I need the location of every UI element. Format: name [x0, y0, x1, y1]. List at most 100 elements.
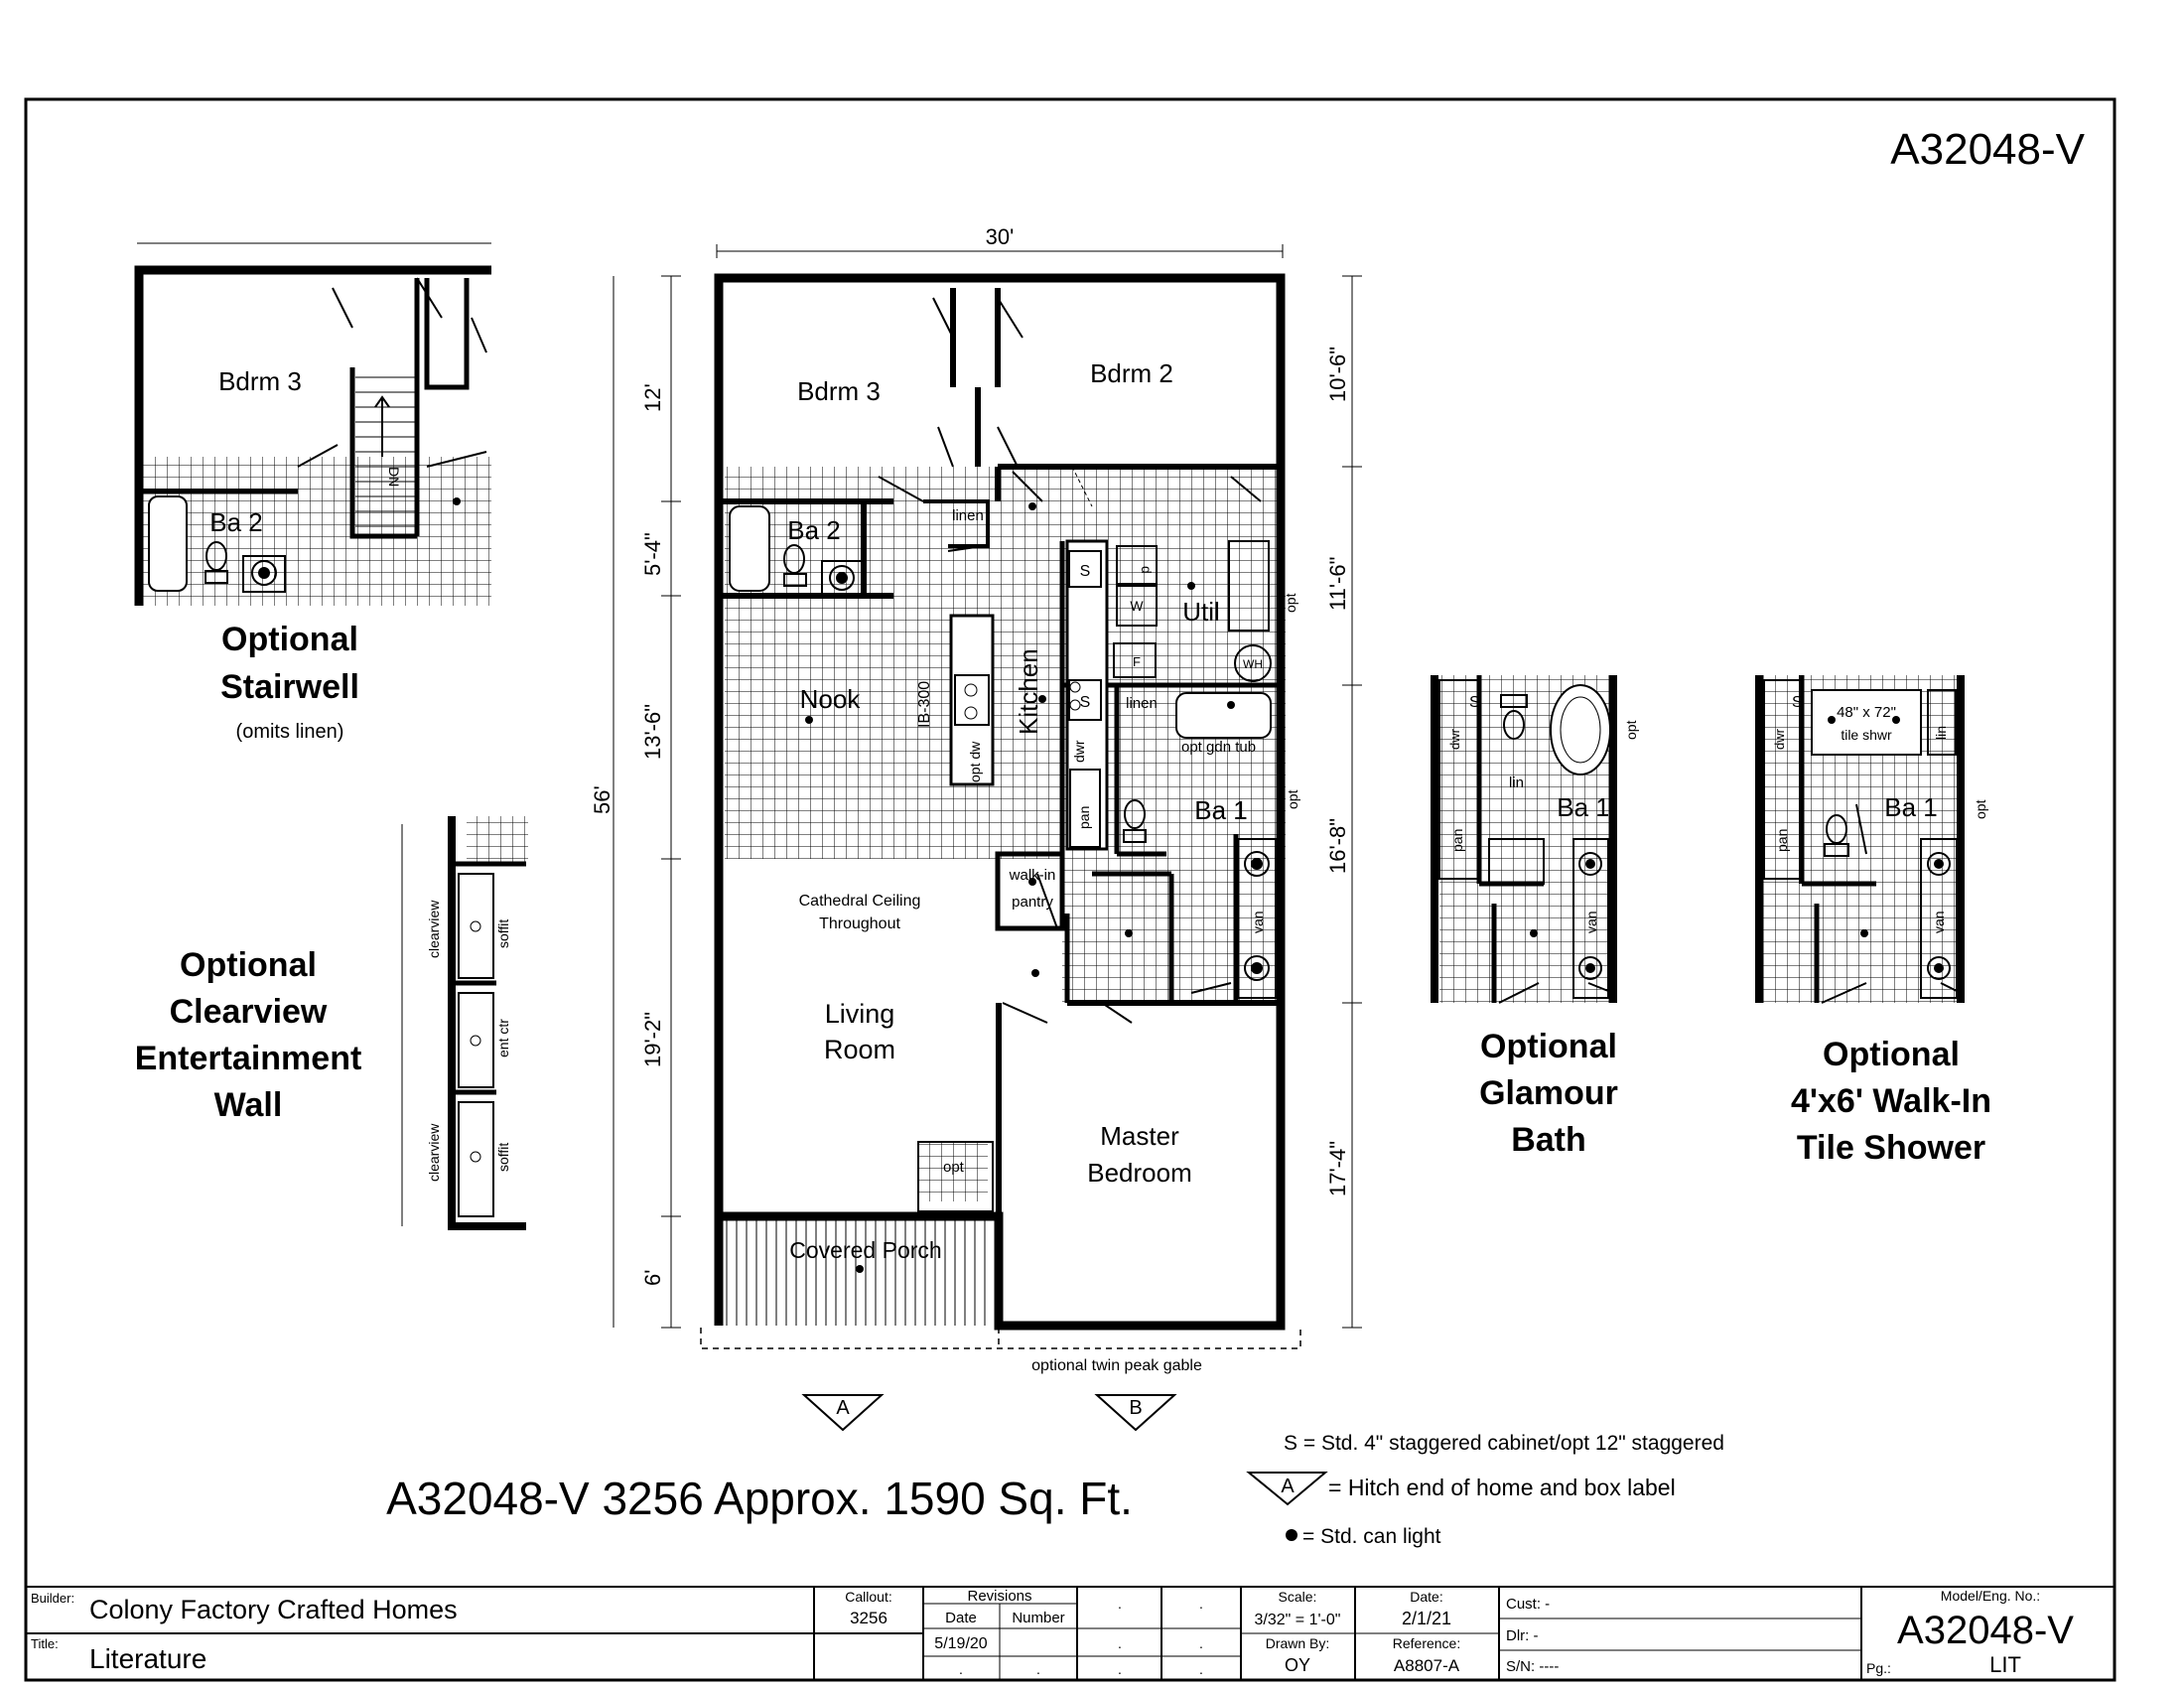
- shower-vanity: [1920, 838, 1958, 999]
- legend-can-light-icon: [1286, 1529, 1297, 1541]
- tb-builder: Colony Factory Crafted Homes: [89, 1595, 458, 1624]
- water-heater-label: WH: [1243, 657, 1263, 671]
- shower-light-1: [1828, 716, 1836, 724]
- glamour-sink-icon-2: [1578, 956, 1602, 980]
- clearview-title-4: Wall: [214, 1086, 283, 1124]
- clearview-cabinet-1: [458, 873, 494, 979]
- hitch-label-a: A: [836, 1397, 850, 1419]
- room-linen-2: linen: [1126, 695, 1158, 712]
- stairwell-tile-floor: [139, 457, 491, 606]
- sink-drain-icon: [964, 683, 978, 697]
- entry-opt-label: opt: [943, 1159, 965, 1176]
- clearview-knob-1: [470, 920, 481, 932]
- dim-left-4: 19'-2": [640, 1012, 665, 1067]
- shower-van-label: van: [1931, 911, 1947, 933]
- glamour-oval-tub: [1550, 684, 1611, 775]
- tb-dot-1: .: [1118, 1596, 1122, 1612]
- glamour-title-2: Glamour: [1479, 1074, 1618, 1112]
- shower-size-label: 48" x 72": [1837, 704, 1896, 721]
- glamour-title-3: Bath: [1511, 1121, 1586, 1159]
- dim-width: 30': [986, 224, 1015, 249]
- tb-date-col: Date: [945, 1610, 977, 1626]
- ba1-opt-label: opt: [1285, 789, 1300, 809]
- stairwell-note: (omits linen): [236, 721, 344, 743]
- ba1-garden-tub: [1175, 692, 1272, 739]
- ba1-sink-icon-2: [1244, 955, 1270, 981]
- staggered-cab-label-1: S: [1080, 563, 1091, 580]
- wall-master-closet: [1064, 871, 1174, 1003]
- tb-dot-5: .: [959, 1661, 963, 1677]
- legend-light-note: = Std. can light: [1302, 1525, 1441, 1548]
- pantry-cab-label: pan: [1076, 806, 1092, 829]
- dim-right-4: 17'-4": [1325, 1141, 1350, 1196]
- shower-exterior: [1755, 675, 1965, 1003]
- ba1-toilet-tank: [1123, 829, 1147, 843]
- clearview-label-2: clearview: [426, 1123, 442, 1182]
- shower-can-light: [1860, 929, 1868, 937]
- stairwell-can-light: [453, 497, 461, 505]
- tb-drawn: OY: [1285, 1655, 1310, 1675]
- dim-right-2: 11'-6": [1325, 557, 1350, 611]
- tb-title: Literature: [89, 1643, 206, 1674]
- shower-title-3: Tile Shower: [1797, 1129, 1985, 1167]
- room-walkin: walk-in: [1009, 867, 1056, 884]
- shower-lin-label: lin: [1933, 726, 1949, 740]
- glamour-can-light: [1530, 929, 1538, 937]
- legend-hitch-note: = Hitch end of home and box label: [1328, 1475, 1676, 1500]
- soffit-label-2: soffit: [495, 1143, 511, 1172]
- ba2-sink-icon: [829, 565, 855, 591]
- tb-dot-4: .: [1199, 1635, 1203, 1651]
- shower-title-2: 4'x6' Walk-In: [1791, 1082, 1991, 1120]
- clearview-cabinet-3: [458, 1101, 494, 1217]
- door-swings: [878, 297, 1262, 1024]
- shower-title-1: Optional: [1823, 1036, 1960, 1073]
- stairwell-sink-icon: [251, 560, 277, 586]
- wall-linen-closet: [923, 499, 990, 548]
- wall-walkin-pantry: [995, 851, 1065, 931]
- dim-ticks-width: [716, 244, 1284, 258]
- utility-cabinet: [1228, 540, 1270, 632]
- clearview-title-2: Clearview: [170, 993, 328, 1031]
- tb-callout-label: Callout:: [845, 1589, 891, 1605]
- tile-floor-entry: [918, 1142, 988, 1201]
- dim-left-3: 13'-6": [640, 704, 665, 760]
- tile-shower: [1811, 689, 1922, 756]
- stairwell-tub: [148, 495, 188, 592]
- room-linen: linen: [952, 507, 984, 524]
- dryer-label: d: [1139, 566, 1155, 574]
- burner-icon: [1069, 681, 1081, 693]
- dim-ticks-right: [1342, 275, 1362, 1329]
- shower-s-label: S: [1792, 694, 1803, 711]
- tb-sn: S/N: ----: [1506, 1658, 1559, 1675]
- tb-model: A32048-V: [1897, 1609, 2074, 1652]
- glamour-lin-label: lin: [1509, 774, 1524, 791]
- tb-revisions-label: Revisions: [967, 1588, 1031, 1605]
- shower-counter: [1763, 679, 1803, 880]
- ba1-toilet-icon: [1124, 799, 1146, 829]
- burner-icon-2: [1069, 699, 1081, 711]
- clearview-title-3: Entertainment: [135, 1040, 362, 1077]
- tb-scale-label: Scale:: [1279, 1589, 1317, 1605]
- stairwell-room-bdrm3: Bdrm 3: [218, 366, 302, 396]
- shower-opt-label: opt: [1973, 799, 1988, 819]
- tb-dot-6: .: [1036, 1661, 1040, 1677]
- option-stairwell-plan: DN Bdrm 3 Ba 2 Optional Stairwell (omits…: [134, 242, 491, 743]
- glamour-tub-inner: [1560, 696, 1601, 764]
- glamour-sink-drain: [1585, 859, 1595, 869]
- room-bdrm2: Bdrm 2: [1090, 358, 1173, 388]
- tb-date: 2/1/21: [1402, 1609, 1451, 1628]
- room-master-1: Master: [1100, 1121, 1179, 1151]
- room-living-2: Room: [824, 1035, 895, 1064]
- ba2-toilet-tank: [783, 573, 807, 587]
- window-openings: [718, 277, 1282, 1327]
- room-master-2: Bedroom: [1087, 1158, 1192, 1188]
- stairwell-sink-drain: [258, 567, 270, 579]
- glamour-counter: [1438, 679, 1480, 880]
- tb-dot-7: .: [1118, 1661, 1122, 1677]
- room-kitchen: Kitchen: [1014, 648, 1043, 735]
- tb-reference-label: Reference:: [1393, 1635, 1460, 1651]
- glamour-room-ba1: Ba 1: [1557, 792, 1610, 822]
- plan-summary: A32048-V 3256 Approx. 1590 Sq. Ft.: [386, 1473, 1133, 1524]
- shower-sink-drain: [1934, 859, 1944, 869]
